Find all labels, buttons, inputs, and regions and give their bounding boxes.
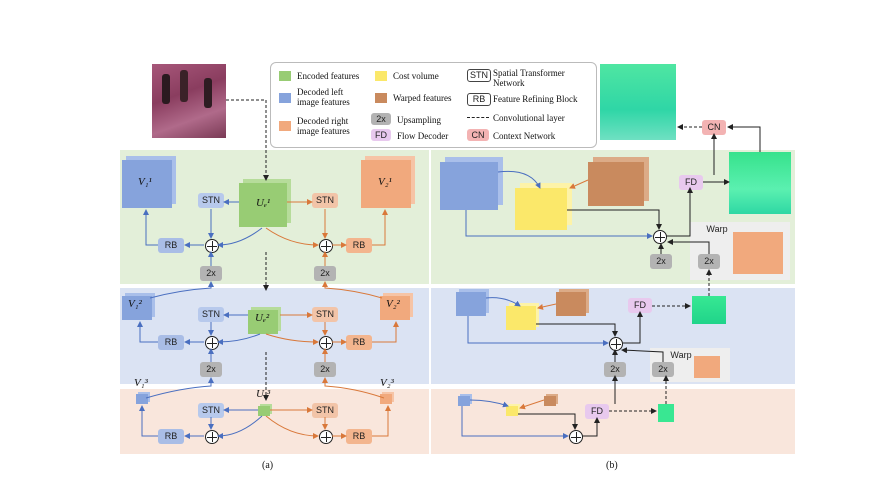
up-right-l1: 2x — [314, 266, 336, 281]
caption-b: (b) — [606, 460, 618, 471]
b-up-right-l1: 2x — [698, 254, 720, 269]
sum-right-l1 — [319, 239, 333, 253]
decoded-right-swatch — [279, 121, 291, 131]
v2-level3-label: V₂³ — [380, 377, 394, 389]
sum-right-l3 — [319, 430, 333, 444]
encoded-swatch — [279, 71, 291, 81]
up-left-l2: 2x — [200, 362, 222, 377]
ue-level3-block — [258, 406, 270, 416]
cost-volume-swatch — [375, 71, 387, 81]
v1-level1-block — [122, 160, 172, 208]
warped-swatch — [375, 93, 387, 103]
b-warp-label-l1: Warp — [706, 224, 728, 234]
b-fd-l2: FD — [628, 298, 652, 313]
legend-rb: Feature Refining Block — [493, 94, 578, 104]
legend-decoded-left: Decoded left image features — [297, 87, 350, 107]
stn-right-l3: STN — [312, 403, 338, 418]
flow-output-l3 — [658, 404, 674, 422]
flow-output-top — [600, 64, 676, 140]
cn-tag: CN — [467, 129, 489, 141]
b-warped-l2 — [556, 292, 586, 316]
b-left-feature-l3 — [458, 396, 470, 406]
b-sum-l1 — [653, 230, 667, 244]
legend: Encoded features Decoded left image feat… — [270, 62, 597, 148]
runner-figure — [180, 70, 188, 102]
rb-right-l2: RB — [346, 335, 372, 350]
ue-level2-block — [248, 310, 278, 334]
caption-a: (a) — [262, 460, 274, 471]
b-fd-l1: FD — [679, 175, 703, 190]
v2-level1-label: V₂¹ — [378, 176, 392, 188]
b-cost-volume-l1 — [515, 188, 567, 230]
stn-left-l2: STN — [198, 307, 224, 322]
legend-context: Context Network — [493, 131, 556, 141]
up-right-l2: 2x — [314, 362, 336, 377]
legend-decoded-right: Decoded right image features — [297, 116, 350, 136]
legend-warped: Warped features — [393, 93, 452, 103]
b-fd-l3: FD — [585, 404, 609, 419]
b-cn: CN — [702, 120, 726, 135]
input-image — [152, 64, 226, 138]
b-left-feature-l1 — [440, 162, 498, 210]
b-sum-l2 — [609, 337, 623, 351]
b-cost-volume-l3 — [506, 406, 518, 416]
v1-level1-label: V₁¹ — [138, 176, 152, 188]
rb-left-l1: RB — [158, 238, 184, 253]
rb-left-l3: RB — [158, 429, 184, 444]
flow-output-l2 — [692, 296, 726, 324]
ue-level1-label: Uₑ¹ — [256, 197, 271, 209]
fd-tag: FD — [371, 129, 391, 141]
v1-level3-label: V₁³ — [134, 377, 148, 389]
v2-level2-label: V₂² — [386, 298, 400, 310]
panel-divider — [429, 150, 431, 454]
legend-cost-volume: Cost volume — [393, 71, 439, 81]
runner-figure — [162, 74, 170, 104]
stn-left-l1: STN — [198, 193, 224, 208]
b-warp-block-l2 — [694, 356, 720, 378]
stn-left-l3: STN — [198, 403, 224, 418]
v1-level2-block — [122, 296, 152, 320]
sum-left-l2 — [205, 336, 219, 350]
b-up-left-l1: 2x — [650, 254, 672, 269]
legend-stn: Spatial Transformer Network — [493, 68, 565, 88]
conv-arrow — [467, 117, 489, 118]
rb-left-l2: RB — [158, 335, 184, 350]
decoded-left-swatch — [279, 93, 291, 103]
v2-level2-block — [380, 296, 410, 320]
rb-right-l3: RB — [346, 429, 372, 444]
stn-right-l1: STN — [312, 193, 338, 208]
legend-upsampling: Upsampling — [397, 115, 441, 125]
b-sum-l3 — [569, 430, 583, 444]
b-cost-volume-l2 — [506, 306, 536, 330]
b-up-right-l2: 2x — [652, 362, 674, 377]
upsampling-tag: 2x — [371, 113, 391, 125]
legend-conv: Convolutional layer — [493, 113, 565, 123]
b-up-left-l2: 2x — [604, 362, 626, 377]
ue-level1-block — [239, 183, 287, 227]
rb-right-l1: RB — [346, 238, 372, 253]
b-warp-label-l2: Warp — [670, 350, 692, 360]
v2-level3-block — [380, 394, 392, 404]
v1-level2-label: V₁² — [128, 298, 142, 310]
stn-right-l2: STN — [312, 307, 338, 322]
legend-encoded: Encoded features — [297, 71, 360, 81]
b-warped-l1 — [588, 162, 644, 206]
v2-level1-block — [361, 160, 411, 208]
b-left-feature-l2 — [456, 292, 486, 316]
stn-tag: STN — [467, 69, 491, 82]
rb-tag: RB — [467, 93, 491, 106]
up-left-l1: 2x — [200, 266, 222, 281]
b-warp-block-l1 — [733, 232, 783, 274]
level-3-band — [120, 389, 795, 454]
legend-flow-decoder: Flow Decoder — [397, 131, 449, 141]
ue-level2-label: Uₑ² — [255, 312, 270, 324]
v1-level3-block — [136, 394, 148, 404]
runner-figure — [204, 78, 212, 108]
b-warped-l3 — [544, 396, 556, 406]
flow-output-l1 — [729, 152, 791, 214]
